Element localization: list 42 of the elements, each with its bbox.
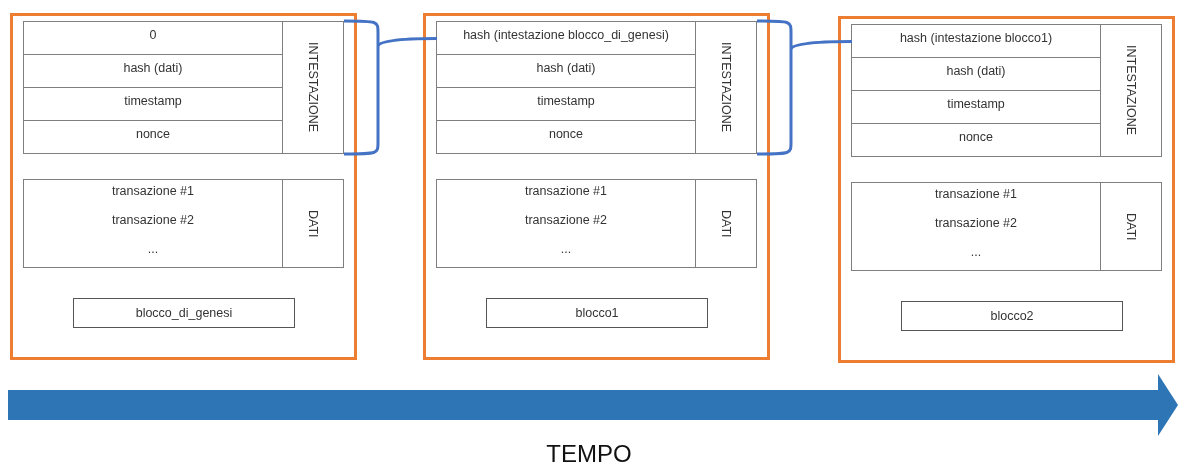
data-table <box>23 179 344 268</box>
header-label: INTESTAZIONE <box>1124 45 1138 136</box>
block-frame <box>838 16 1175 363</box>
header-label: INTESTAZIONE <box>719 42 733 133</box>
table-row: hash (dati) <box>437 55 696 88</box>
transaction-text: transazione #1 <box>934 186 1018 203</box>
table-row: nonce <box>437 121 696 154</box>
transaction-text: transazione #1 <box>524 183 608 200</box>
table-row: hash (dati) <box>24 55 283 88</box>
table-row: timestamp <box>852 91 1101 124</box>
table-row: nonce <box>24 121 283 154</box>
block-frame <box>423 13 770 360</box>
block-frame <box>10 13 357 360</box>
header-table <box>851 24 1162 157</box>
data-label: DATI <box>719 209 733 238</box>
transaction-text: ... <box>559 241 573 258</box>
table-row: hash (intestazione blocco1) <box>852 25 1101 58</box>
axis-label: TEMPO <box>546 440 632 467</box>
table-row: timestamp <box>437 88 696 121</box>
data-table <box>851 182 1162 271</box>
block-name: blocco1 <box>486 298 708 328</box>
block-name: blocco_di_genesi <box>73 298 295 328</box>
table-row: 0 <box>24 22 283 55</box>
curly-brace-connector <box>342 19 437 156</box>
table-row: nonce <box>852 124 1101 157</box>
transaction-text: ... <box>969 244 983 261</box>
transaction-text: transazione #2 <box>934 215 1018 232</box>
data-label: DATI <box>1124 212 1138 241</box>
transaction-text: transazione #2 <box>111 212 195 229</box>
curly-brace-connector <box>755 19 852 156</box>
table-row: hash (intestazione blocco_di_genesi) <box>437 22 696 55</box>
header-table <box>23 21 344 154</box>
transaction-text: transazione #1 <box>111 183 195 200</box>
data-label: DATI <box>306 209 320 238</box>
transaction-text: transazione #2 <box>524 212 608 229</box>
block-name: blocco2 <box>901 301 1123 331</box>
header-table <box>436 21 757 154</box>
header-label: INTESTAZIONE <box>306 42 320 133</box>
transaction-text: ... <box>146 241 160 258</box>
data-table <box>436 179 757 268</box>
table-row: timestamp <box>24 88 283 121</box>
table-row: hash (dati) <box>852 58 1101 91</box>
